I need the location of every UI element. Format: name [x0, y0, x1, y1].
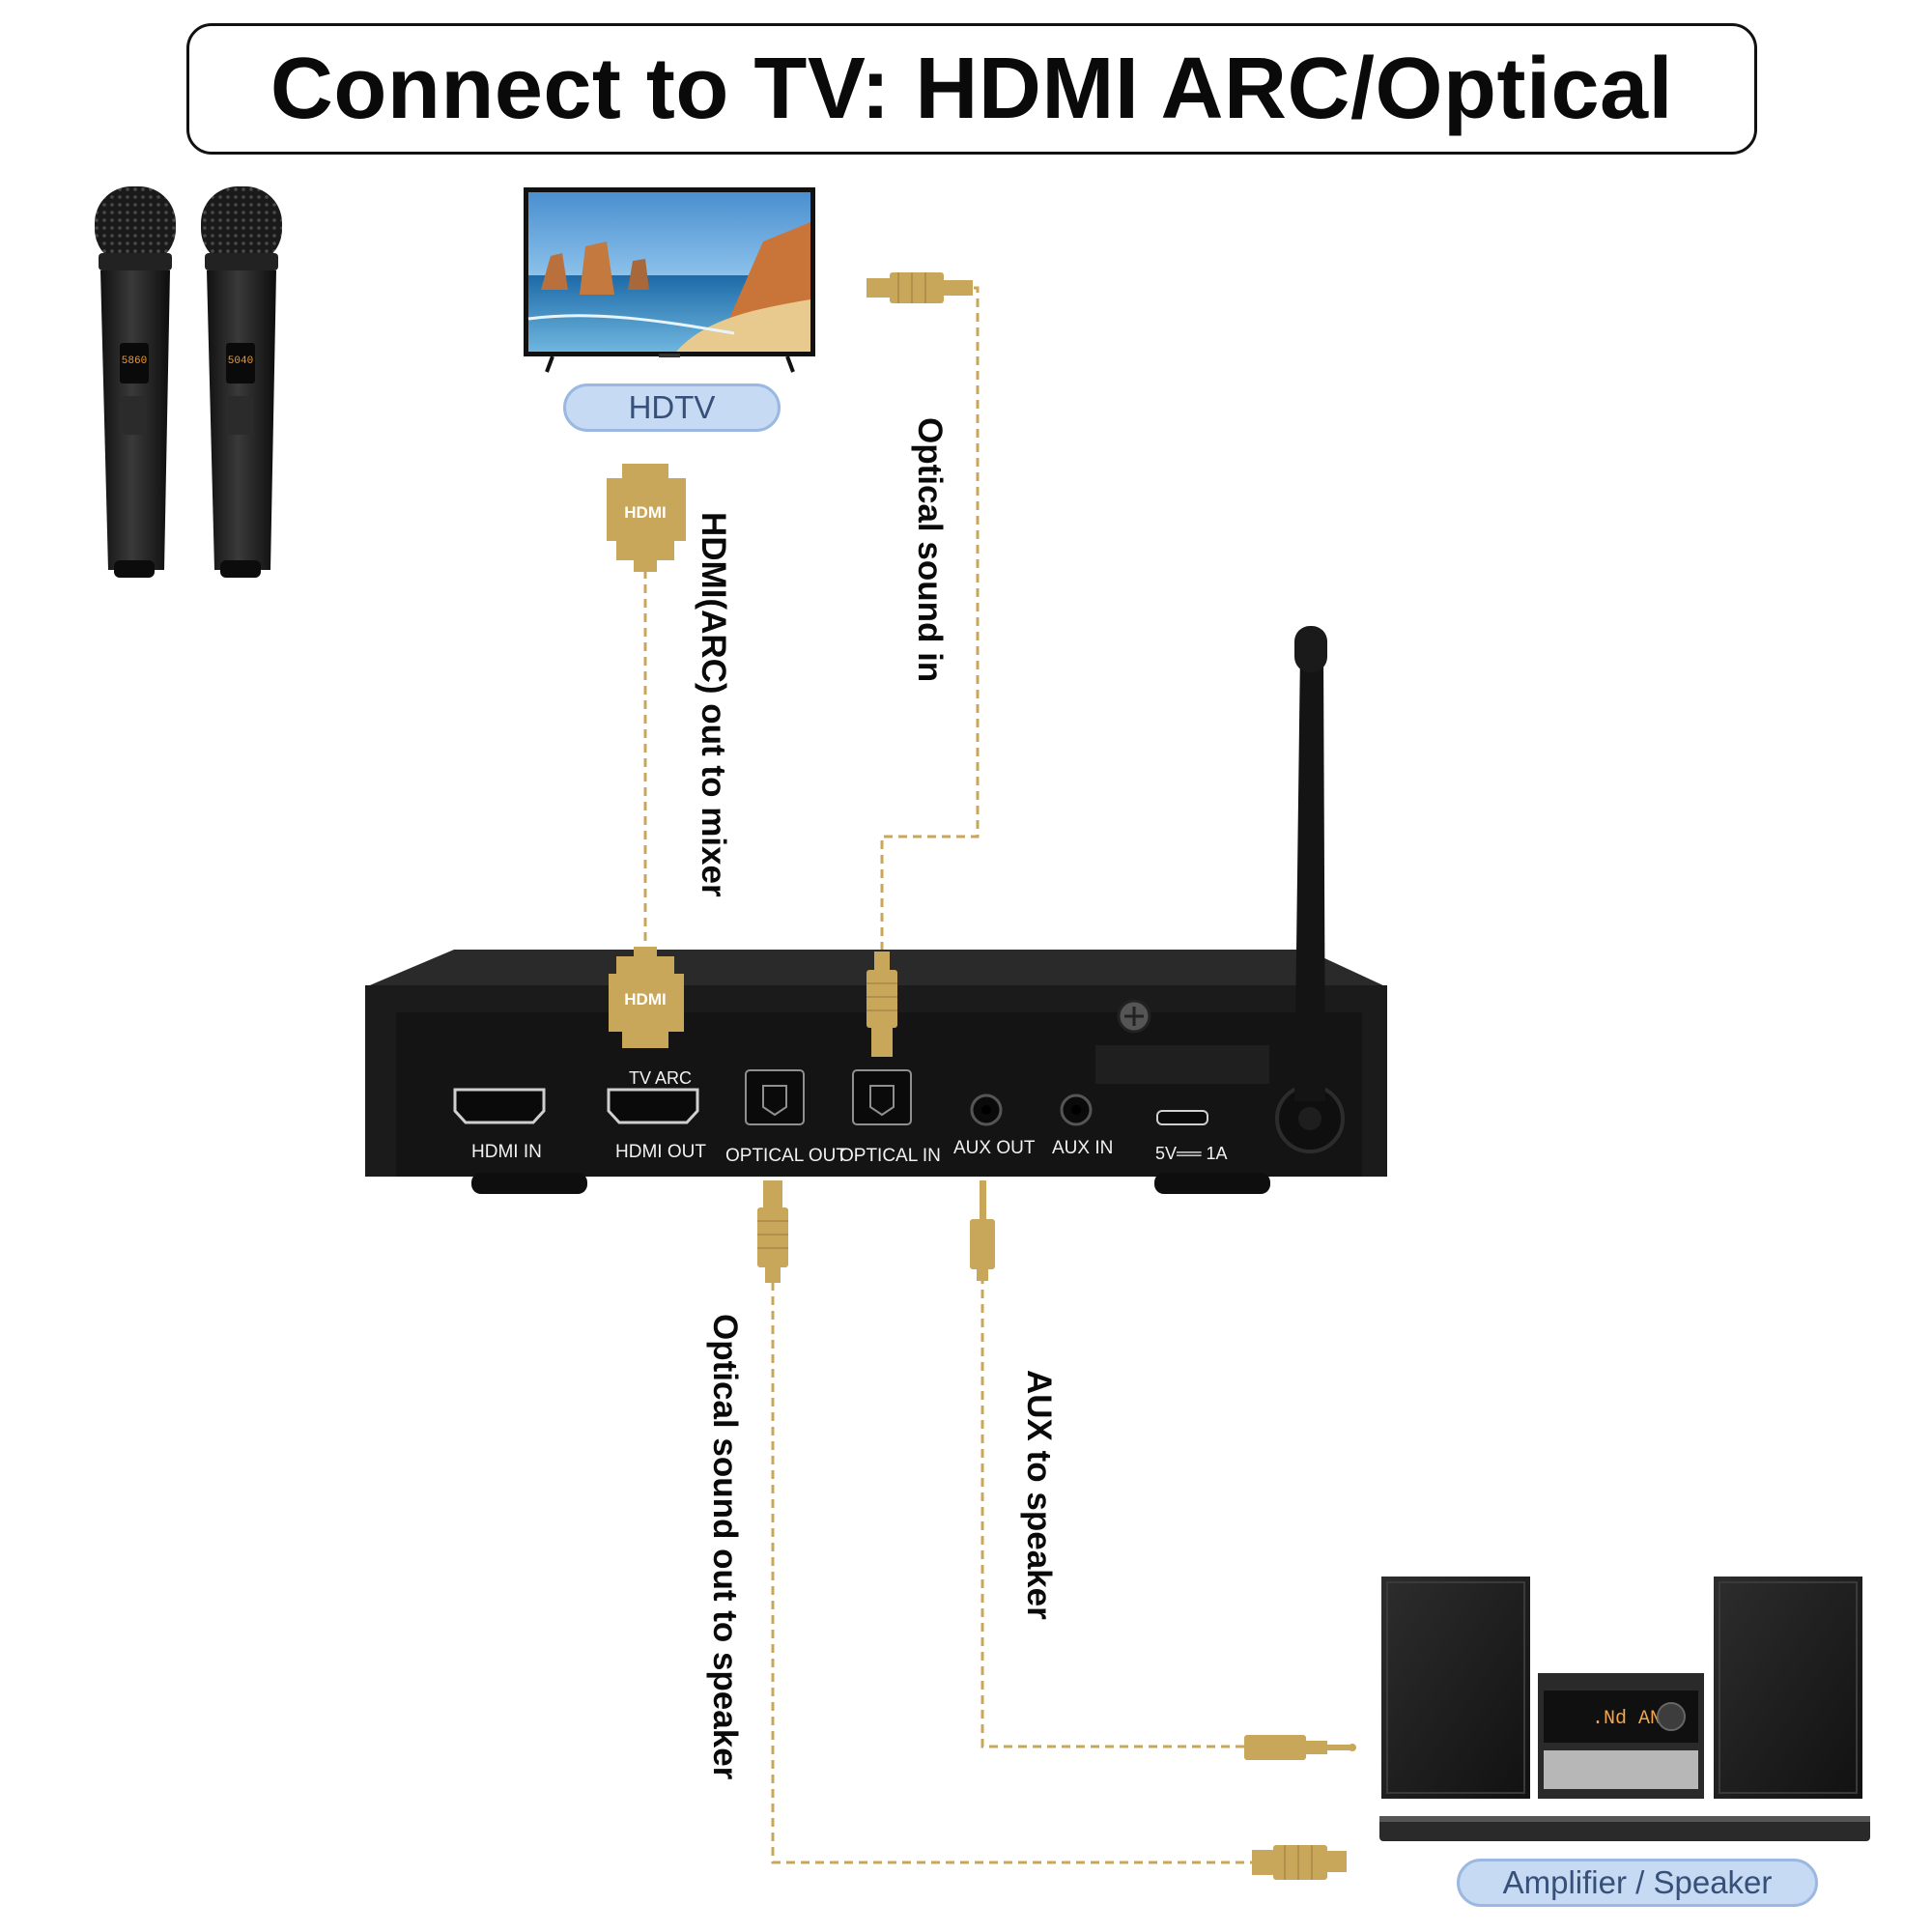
amplifier-speaker-image: .Nd AN: [1379, 1577, 1870, 1841]
hdmi-plug-top: HDMI: [607, 464, 686, 572]
label-aux-out: AUX to speaker: [1020, 1370, 1058, 1620]
title-box: Connect to TV: HDMI ARC/Optical: [186, 23, 1757, 155]
port-label-optical-in: OPTICAL IN: [839, 1146, 941, 1166]
optical-plug-receiver-in: [867, 952, 897, 1057]
amplifier-speaker-label: Amplifier / Speaker: [1457, 1859, 1818, 1907]
port-label-power: 5V══ 1A: [1155, 1144, 1228, 1163]
aux-plug-receiver: [970, 1180, 995, 1281]
port-label-hdmi-out: HDMI OUT: [615, 1142, 706, 1162]
optical-plug-speaker: [1252, 1845, 1347, 1880]
hdtv-image: [524, 187, 815, 373]
port-label-aux-out: AUX OUT: [953, 1138, 1036, 1158]
page-title: Connect to TV: HDMI ARC/Optical: [270, 40, 1674, 137]
hdtv-label: HDTV: [563, 384, 781, 432]
microphone-right: 5040: [201, 186, 282, 578]
port-label-aux-in: AUX IN: [1052, 1138, 1114, 1158]
cable-optical-out: [771, 1282, 1258, 1864]
port-label-tv-arc: TV ARC: [629, 1068, 693, 1088]
optical-plug-receiver-out: [757, 1180, 788, 1283]
microphone-left: 5860: [95, 186, 176, 578]
label-optical-in: Optical sound in: [911, 417, 949, 683]
cable-aux-out: [980, 1275, 1248, 1748]
hdmi-plug-receiver: HDMI: [609, 947, 684, 1048]
svg-text:5860: 5860: [122, 355, 147, 367]
port-label-optical-out: OPTICAL OUT: [725, 1146, 847, 1166]
receiver-unit: [365, 626, 1387, 1194]
aux-plug-speaker: [1244, 1735, 1356, 1760]
label-optical-out: Optical sound out to speaker: [706, 1314, 744, 1780]
cable-optical-in: [880, 286, 980, 956]
svg-text:5040: 5040: [228, 355, 253, 367]
svg-text:.Nd AN: .Nd AN: [1592, 1708, 1662, 1730]
hdmi-plug-top-text: HDMI: [624, 503, 666, 522]
label-hdmi-arc: HDMI(ARC) out to mixer: [695, 512, 732, 897]
optical-plug-tv: [867, 272, 973, 303]
hdmi-plug-receiver-text: HDMI: [624, 990, 666, 1009]
port-label-hdmi-in: HDMI IN: [471, 1142, 542, 1162]
